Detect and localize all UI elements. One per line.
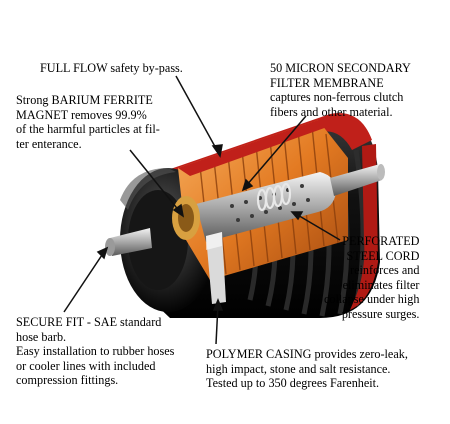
hose-barb-inlet: [105, 228, 152, 256]
label-line: 50 MICRON SECONDARY: [270, 61, 411, 75]
label-secondary-filter-membrane: 50 MICRON SECONDARY FILTER MEMBRANE capt…: [270, 61, 411, 119]
label-line: or cooler lines with included: [16, 358, 156, 373]
label-perforated-steel-cord: PERFORATED STEEL CORD reinforces and eli…: [324, 234, 419, 322]
arrow-micron: [245, 115, 307, 187]
barium-ferrite-magnet: [172, 196, 200, 240]
label-line: SECURE FIT - SAE standard: [16, 315, 162, 329]
arrow-secure-head: [96, 246, 109, 260]
label-secure-fit: SECURE FIT - SAE standard hose barb. Eas…: [16, 315, 174, 388]
arrow-secure: [63, 251, 105, 313]
label-line: fibers and other material.: [270, 104, 393, 119]
label-line: pressure surges.: [341, 306, 420, 321]
label-line: of the harmful particles at fil-: [16, 122, 160, 137]
arrow-micron-head: [241, 178, 254, 192]
arrow-full-flow-head: [211, 144, 223, 158]
arrow-perforated: [295, 213, 341, 241]
label-line: compression fittings.: [16, 373, 119, 388]
arrow-full-flow: [175, 75, 219, 153]
arrow-perforated-head: [290, 211, 304, 221]
label-line: reinforces and: [350, 263, 420, 278]
arrow-magnet: [129, 149, 181, 213]
leader-arrows: [63, 75, 341, 345]
label-barium-ferrite-magnet: Strong BARIUM FERRITE MAGNET removes 99.…: [16, 93, 160, 151]
label-line: ter enterance.: [16, 136, 82, 151]
label-line: FILTER MEMBRANE: [270, 75, 384, 90]
label-full-flow: FULL FLOW safety by-pass.: [40, 61, 183, 76]
label-line: Tested up to 350 degrees Farenheit.: [206, 376, 380, 391]
clamp-band: [206, 232, 226, 304]
hose-barb-outlet: [330, 164, 385, 196]
label-line: Easy installation to rubber hoses: [16, 344, 175, 359]
perforated-steel-core: [196, 172, 336, 242]
label-line: FULL FLOW safety by-pass.: [40, 61, 183, 75]
label-line: POLYMER CASING provides zero-leak,: [206, 347, 408, 361]
label-line: MAGNET removes 99.9%: [16, 107, 147, 122]
label-line: STEEL CORD: [346, 248, 420, 263]
label-line: collapse under high: [324, 292, 420, 307]
label-line: eliminates filter: [342, 277, 420, 292]
label-line: PERFORATED: [342, 234, 420, 248]
label-line: Strong BARIUM FERRITE: [16, 93, 153, 107]
arrow-polymer-head: [212, 297, 224, 311]
label-line: captures non-ferrous clutch: [270, 90, 404, 105]
label-line: high impact, stone and salt resistance.: [206, 361, 391, 376]
label-line: hose barb.: [16, 329, 67, 344]
label-polymer-casing: POLYMER CASING provides zero-leak, high …: [206, 347, 408, 391]
arrow-magnet-head: [172, 203, 185, 218]
